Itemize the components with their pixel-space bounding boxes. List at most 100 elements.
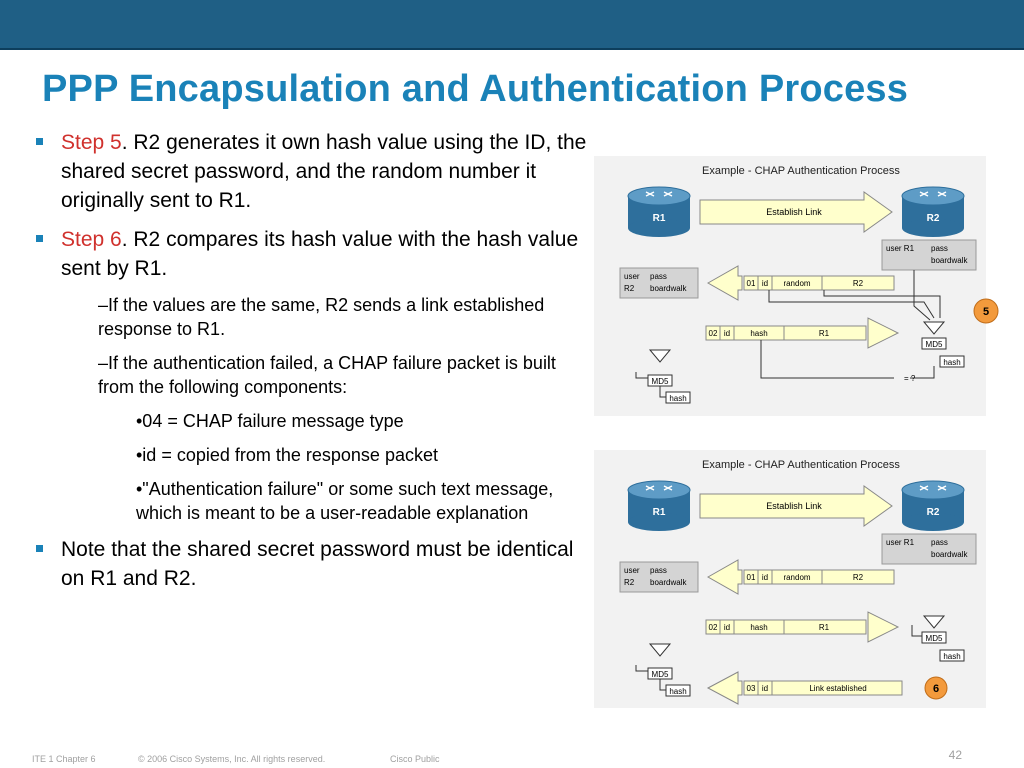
md5-label: MD5 [926,340,943,349]
md5-label: MD5 [652,377,669,386]
bullet-text: . R2 compares its hash value with the ha… [61,228,579,280]
diagram-title: Example - CHAP Authentication Process [702,165,900,177]
r2-table-pass: boardwalk [931,550,968,559]
establish-arrow [699,191,893,233]
response-packet [705,325,867,341]
r1-label: R1 [653,213,666,224]
page-number: 42 [948,748,962,762]
r1-table-user: R2 [624,284,635,293]
r2-table-user: user R1 [886,244,915,253]
router-r2-icon [901,186,965,237]
response-packet [705,619,867,635]
r2-table-pass-label: pass [931,244,948,253]
response-id: id [724,623,730,632]
flow-line [659,679,666,691]
bullet-note: Note that the shared secret password mus… [36,535,591,593]
r2-label: R2 [927,213,940,224]
challenge-name: R2 [853,279,864,288]
md5-label: MD5 [926,634,943,643]
r2-table-pass: boardwalk [931,256,968,265]
response-code: 02 [709,329,718,338]
md5-box [921,337,947,350]
md5-funnel-icon [922,321,946,335]
challenge-packet [743,275,895,291]
bullet-step-5: Step 5. R2 generates it own hash value u… [36,128,591,215]
slide-body: Step 5. R2 generates it own hash value u… [36,128,591,603]
r1-credentials-table [619,267,699,299]
success-id: id [762,684,768,693]
md5-box [921,631,947,644]
flow-line [659,386,666,398]
response-name: R1 [819,329,830,338]
step-5-number: 5 [983,306,989,318]
sub-sub-item-code: •04 = CHAP failure message type [136,411,404,431]
md5-funnel-icon [922,615,946,629]
r1-table-pass-label: pass [650,272,667,281]
success-text: Link established [809,684,866,693]
bullet-text: . R2 generates it own hash value using t… [61,131,587,212]
chap-diagram-step-5: Example - CHAP Authentication Process Es… [594,156,999,416]
router-r1-icon [627,186,691,237]
establish-label: Establish Link [766,501,822,511]
r2-credentials-table [881,239,977,271]
challenge-name: R2 [853,573,864,582]
r1-table-user-label: user [624,272,640,281]
flow-line [911,625,922,637]
response-name: R1 [819,623,830,632]
step-6-number: 6 [933,683,939,695]
r2-credentials-table [881,533,977,565]
bullet-text: Note that the shared secret password mus… [61,538,574,590]
md5-funnel-icon [648,643,672,657]
step-label: Step 6 [61,228,122,251]
compare-label: = ? [904,374,916,383]
hash-box [939,355,965,368]
step-6-badge [924,676,948,700]
flow-line [635,665,648,672]
md5-funnel-icon [648,349,672,363]
r1-label: R1 [653,507,666,518]
r1-table-user-label: user [624,566,640,575]
diagram-title: Example - CHAP Authentication Process [702,459,900,471]
flow-line [768,290,935,319]
establish-arrow [699,485,893,527]
square-bullet-icon [36,545,43,552]
response-code: 02 [709,623,718,632]
sub-item-failed: –If the authentication failed, a CHAP fa… [98,353,556,397]
step-label: Step 5 [61,131,122,154]
success-arrow [706,671,743,705]
establish-label: Establish Link [766,207,822,217]
response-arrow [867,317,900,349]
flow-line [760,340,894,379]
square-bullet-icon [36,138,43,145]
hash-label: hash [669,687,686,696]
hash-box [939,649,965,662]
challenge-code: 01 [747,573,756,582]
step-5-badge [973,298,999,324]
footer-copyright: © 2006 Cisco Systems, Inc. All rights re… [138,754,326,764]
flow-line [823,290,941,318]
success-packet [743,680,903,696]
success-code: 03 [747,684,756,693]
response-arrow [867,611,900,643]
r1-table-user: R2 [624,578,635,587]
hash-label: hash [943,358,960,367]
r1-table-pass: boardwalk [650,284,687,293]
md5-label: MD5 [652,670,669,679]
r2-label: R2 [927,507,940,518]
response-id: id [724,329,730,338]
router-r1-icon [627,480,691,531]
sub-sub-item-message: •"Authentication failure" or some such t… [136,479,554,523]
challenge-arrow [706,559,743,595]
footer-classification: Cisco Public [390,754,440,764]
router-r2-icon [901,480,965,531]
response-hash: hash [750,329,767,338]
flow-line [635,372,648,379]
slide-title: PPP Encapsulation and Authentication Pro… [42,68,909,110]
top-banner [0,0,1024,50]
r1-table-pass: boardwalk [650,578,687,587]
hash-label: hash [943,652,960,661]
square-bullet-icon [36,235,43,242]
sub-item-same: –If the values are the same, R2 sends a … [98,295,545,339]
challenge-id: id [762,573,768,582]
r1-credentials-table [619,561,699,593]
